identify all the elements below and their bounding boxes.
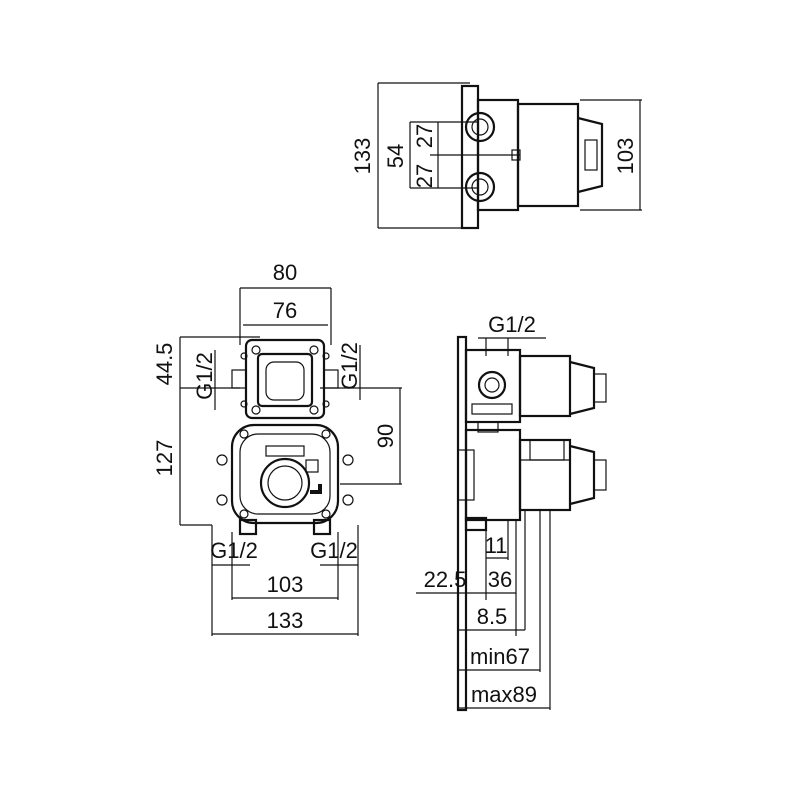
side-dim-36: 36	[488, 567, 512, 592]
front-lower-module	[230, 423, 340, 525]
side-dim-max89: max89	[471, 682, 537, 707]
front-dim-127: 127	[152, 440, 177, 477]
side-dim-8-5: 8.5	[477, 604, 508, 629]
front-dim-103: 103	[267, 572, 304, 597]
top-dim-133: 133	[350, 138, 375, 175]
top-dim-27-upper: 27	[412, 124, 437, 148]
front-thread-bottom-left: G1/2	[210, 538, 258, 563]
front-dim-76: 76	[273, 298, 297, 323]
top-dim-27-lower: 27	[412, 164, 437, 188]
side-view: G1/2 11 22.5 36	[416, 312, 607, 712]
front-dim-90: 90	[373, 424, 398, 448]
top-plate	[460, 84, 480, 230]
top-port-upper	[464, 111, 496, 143]
front-thread-bottom-right: G1/2	[310, 538, 358, 563]
front-view: 80 76 44.5 127 G1/2 G1/2 90	[152, 260, 402, 636]
front-thread-right: G1/2	[337, 342, 362, 390]
top-view: 133 54 27 27 103	[350, 82, 642, 230]
side-upper-port	[477, 370, 507, 400]
front-lower-port	[259, 457, 311, 509]
side-plate	[456, 335, 468, 712]
top-port-lower	[464, 171, 496, 203]
front-dim-80: 80	[273, 260, 297, 285]
side-dim-min67: min67	[470, 644, 530, 669]
top-dim-103: 103	[613, 138, 638, 175]
side-thread-top: G1/2	[488, 312, 536, 337]
top-cartridge	[516, 102, 580, 208]
top-dim-54: 54	[383, 144, 408, 168]
front-thread-left: G1/2	[192, 352, 217, 400]
side-dim-11: 11	[485, 533, 508, 558]
side-dim-22-5: 22.5	[424, 567, 467, 592]
front-dim-133: 133	[267, 608, 304, 633]
front-dim-44-5: 44.5	[152, 343, 177, 386]
